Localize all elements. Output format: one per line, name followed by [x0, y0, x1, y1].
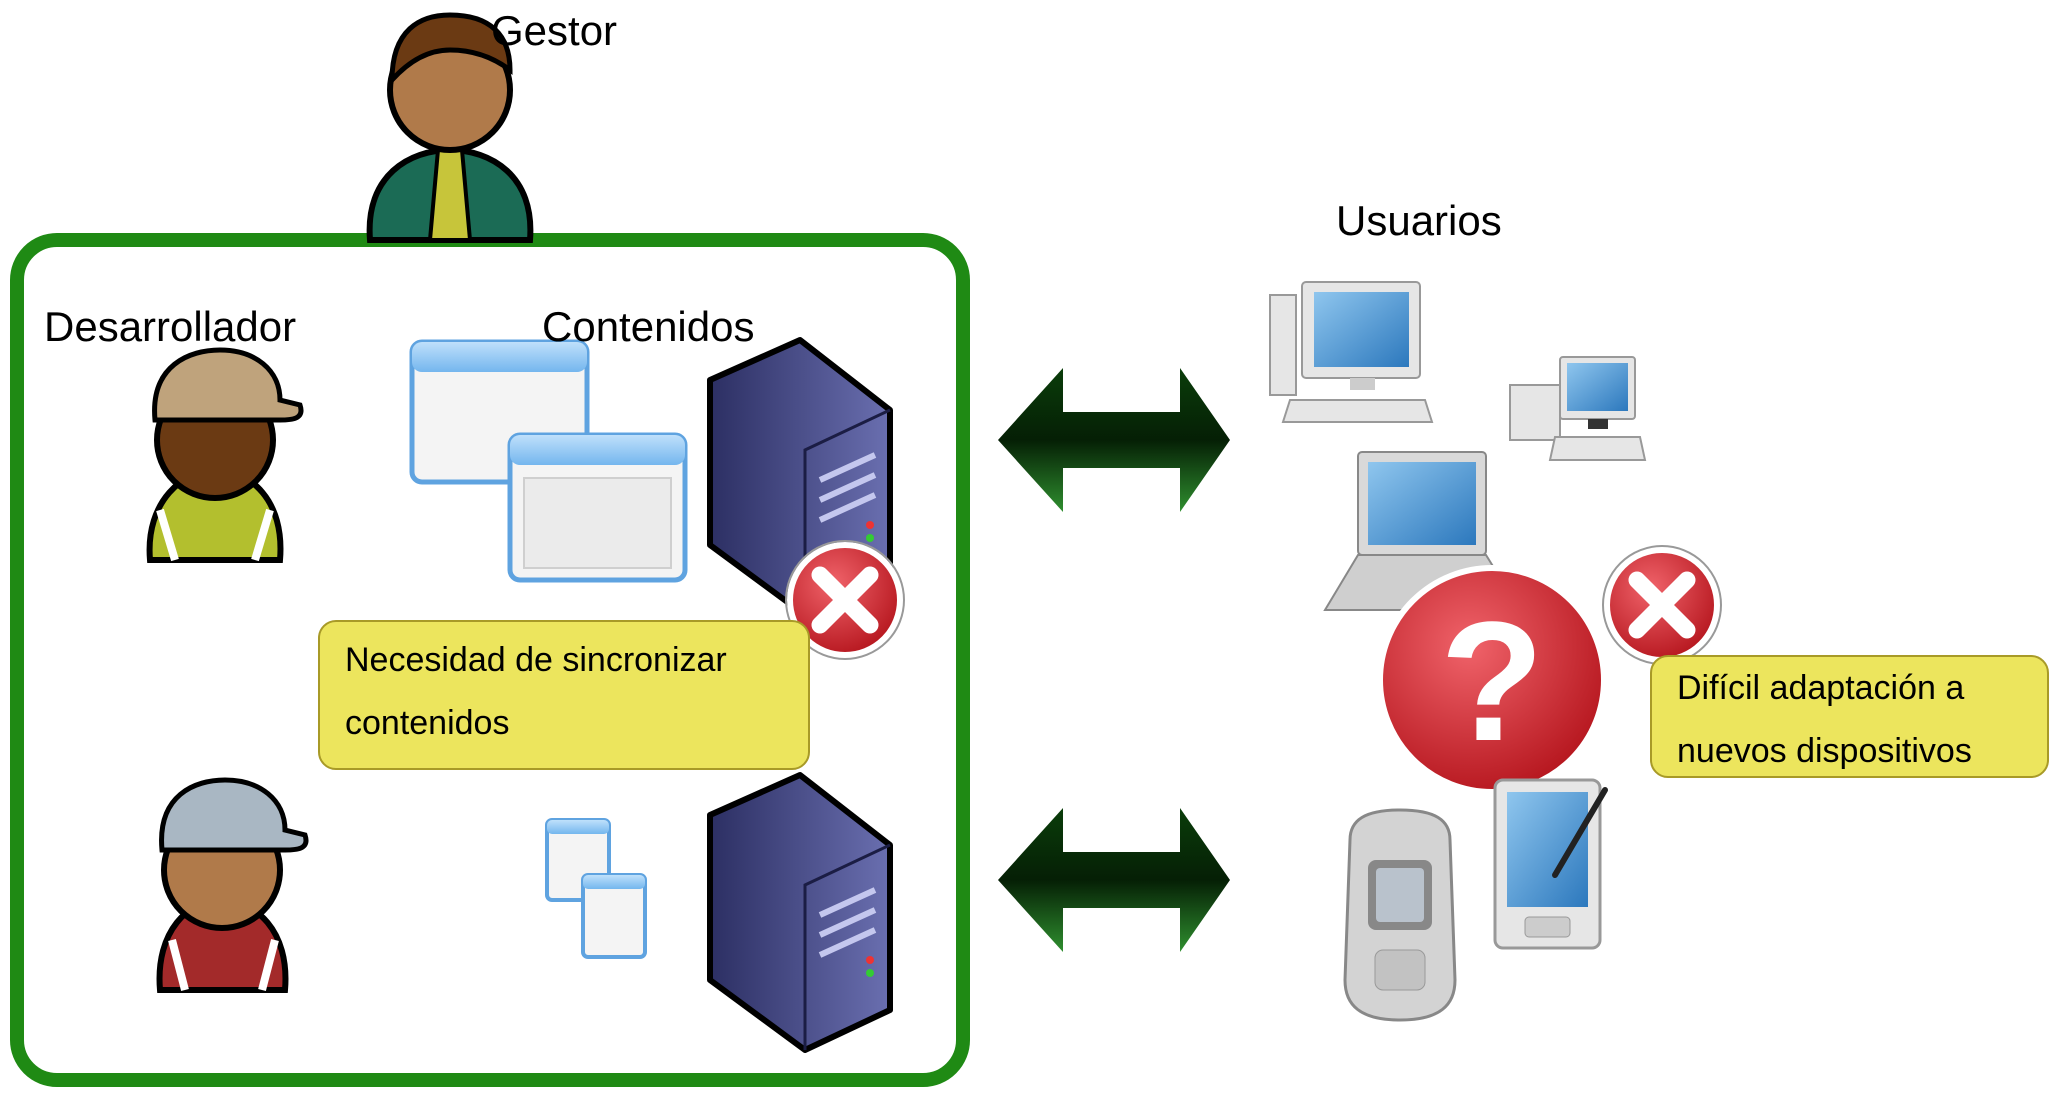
developer-person-icon: [156, 777, 309, 993]
desktop-computer-icon: [1269, 281, 1434, 423]
sync-note-line2: contenidos: [345, 704, 510, 742]
window-icon: [545, 818, 647, 959]
contenidos-label: Contenidos: [542, 303, 755, 350]
server-icon: [707, 772, 893, 1053]
desarrollador-label: Desarrollador: [44, 303, 297, 350]
usuarios-label: Usuarios: [1336, 197, 1502, 244]
window-icon: [409, 339, 688, 583]
gestor-label: Gestor: [491, 7, 618, 54]
pda-icon: [1493, 778, 1608, 950]
double-arrow-icon: [998, 368, 1230, 512]
adapt-note-line2: nuevos dispositivos: [1677, 732, 1972, 770]
desktop-computer-icon: [1509, 356, 1647, 461]
sync-need-note: Necesidad de sincronizar contenidos: [318, 620, 810, 770]
manager-person-icon: [366, 12, 534, 243]
error-icon: [1602, 545, 1722, 665]
double-arrow-icon: [998, 808, 1230, 952]
sync-note-line1: Necesidad de sincronizar: [345, 641, 727, 679]
adapt-note-line1: Difícil adaptación a: [1677, 669, 1965, 707]
developer-person-icon: [146, 347, 304, 563]
mobile-phone-icon: [1343, 808, 1457, 1022]
svg-text:?: ?: [1440, 587, 1544, 777]
adaptation-difficulty-note: Difícil adaptación a nuevos dispositivos: [1650, 655, 2049, 778]
error-icon: [785, 540, 905, 660]
question-icon: ?: [1377, 565, 1607, 795]
